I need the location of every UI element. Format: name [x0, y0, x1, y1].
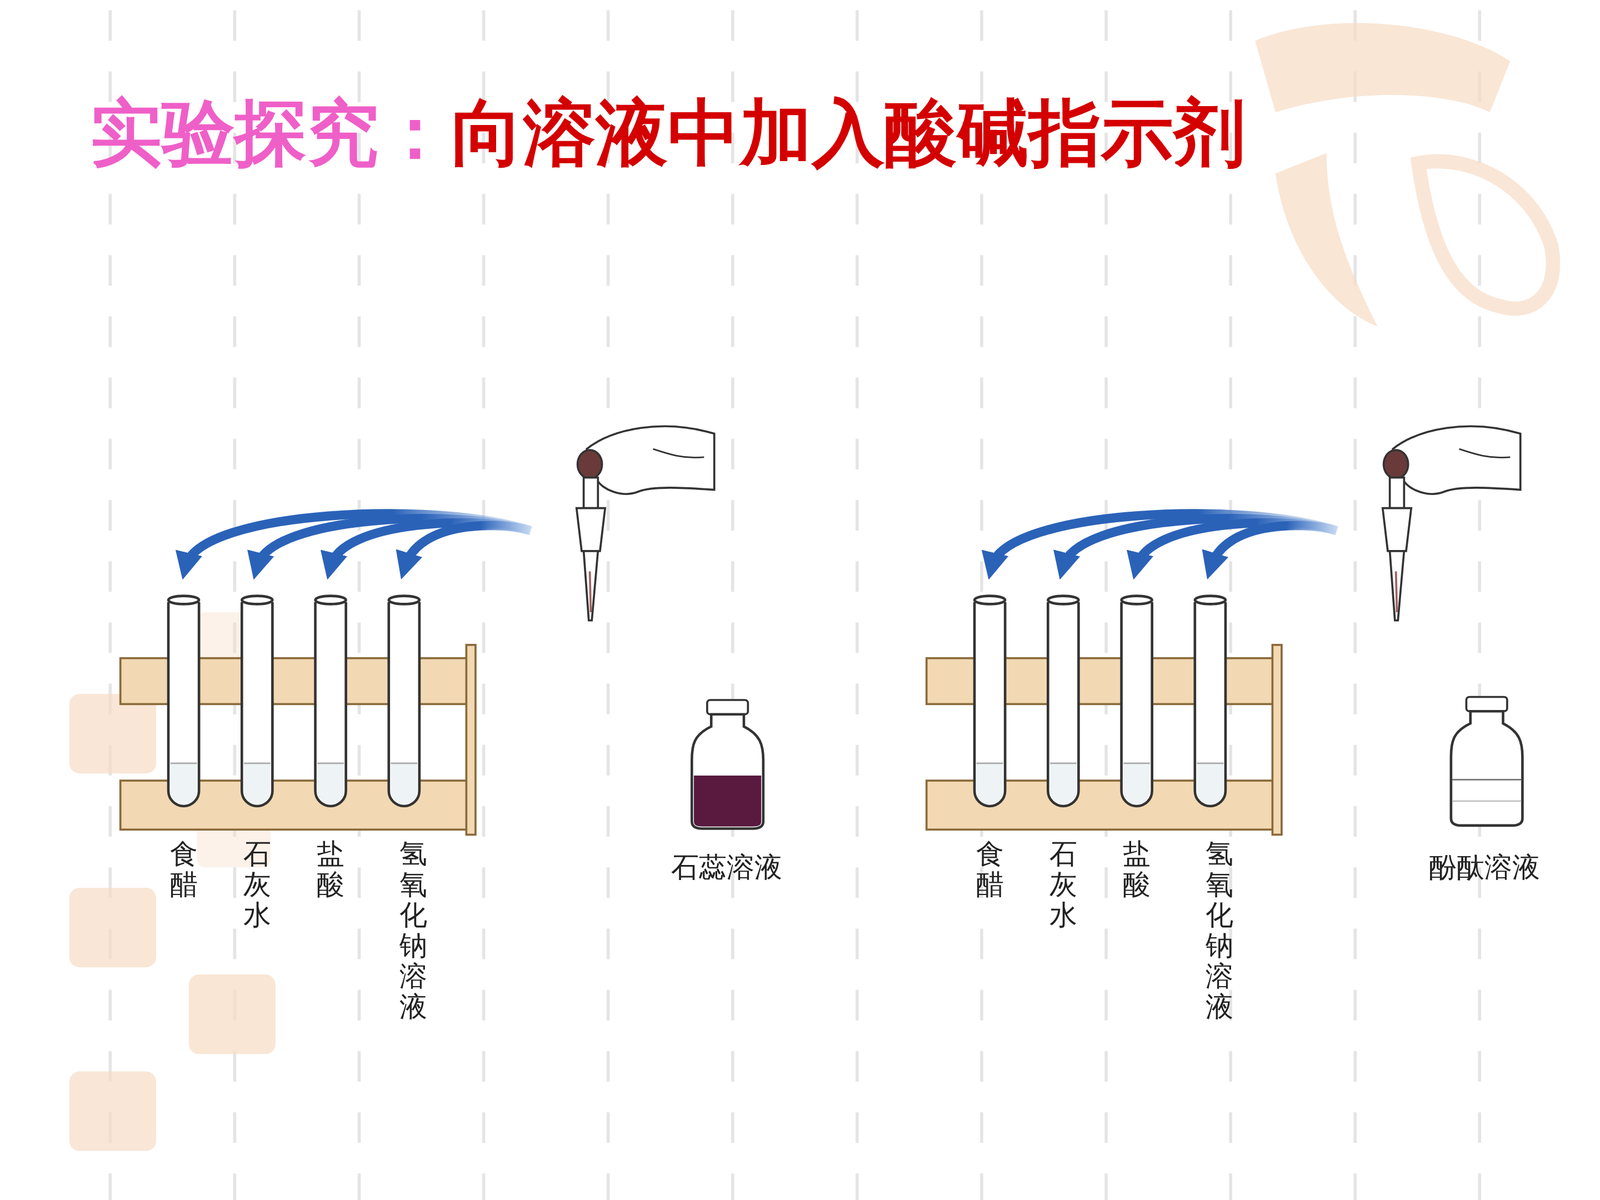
title-main: 向溶液中加入酸碱指示剂	[451, 96, 1246, 169]
tube-label: 石灰水	[243, 838, 272, 931]
tube-label: 石灰水	[1049, 838, 1078, 931]
tube-label: 食醋	[976, 838, 1004, 900]
seal-decoration	[69, 22, 1554, 1151]
tube-label: 氢氧化钠溶液	[399, 838, 428, 1023]
bottle-label: 石蕊溶液	[671, 848, 783, 887]
bottle-label: 酚酞溶液	[1428, 848, 1540, 887]
phenolphthalein-bottle	[1451, 696, 1523, 825]
tube-label: 盐酸	[1122, 838, 1151, 900]
tube-label: 食醋	[170, 838, 198, 900]
litmus-bottle	[691, 700, 764, 829]
tube-label: 氢氧化钠溶液	[1205, 838, 1234, 1023]
tube-label: 盐酸	[316, 838, 345, 900]
title-lead: 实验探究：	[90, 96, 452, 169]
